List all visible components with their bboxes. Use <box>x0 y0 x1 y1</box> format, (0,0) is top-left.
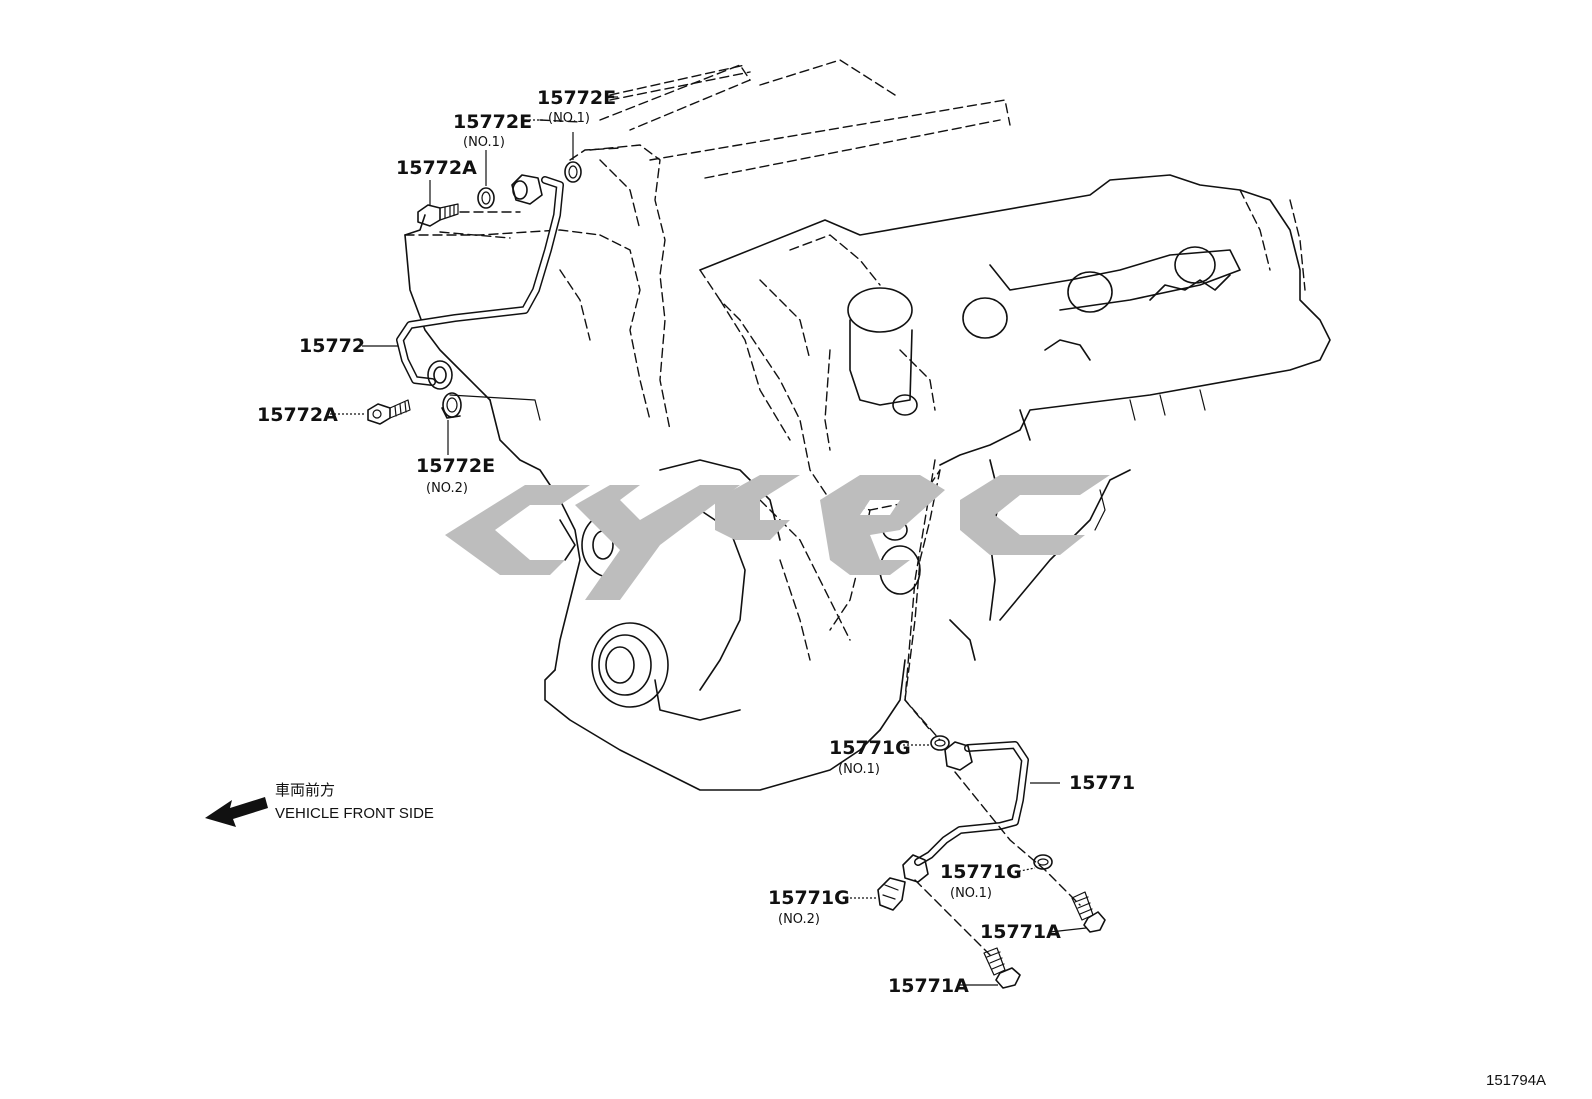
label-15772e-mid-sub: (NO.1) <box>463 135 505 150</box>
diagram-reference-number: 151794A <box>1486 1072 1546 1089</box>
label-15772e-top-sub: (NO.1) <box>548 111 590 126</box>
label-15771g-no2-sub: (NO.2) <box>778 912 820 927</box>
label-15771g-no1-a: 15771G <box>829 737 911 759</box>
engine-outline <box>404 59 1331 791</box>
label-15771g-no1-b-sub: (NO.1) <box>950 886 992 901</box>
leader-lines <box>330 96 1087 986</box>
pipe-15771-assembly <box>877 699 1106 989</box>
label-15771g-no2: 15771G <box>768 887 850 909</box>
washer-icon <box>477 187 495 209</box>
label-15772a-low: 15772A <box>257 404 338 426</box>
washer-icon <box>930 735 950 751</box>
direction-label-jp: 車両前方 <box>275 782 335 799</box>
washer-icon <box>1033 854 1053 870</box>
label-15771: 15771 <box>1069 772 1135 794</box>
vehicle-front-indicator: 車両前方 VEHICLE FRONT SIDE <box>205 782 434 827</box>
label-15771g-no1-a-sub: (NO.1) <box>838 762 880 777</box>
label-15772e-top: 15772E <box>537 87 616 109</box>
watermark-logo <box>445 475 1110 600</box>
front-arrow-icon <box>205 797 268 827</box>
label-15772e-mid: 15772E <box>453 111 532 133</box>
label-15771a-a: 15771A <box>980 921 1061 943</box>
label-15771g-no1-b: 15771G <box>940 861 1022 883</box>
label-15772e-low-sub: (NO.2) <box>426 481 468 496</box>
label-15772e-low: 15772E <box>416 455 495 477</box>
label-15771a-b: 15771A <box>888 975 969 997</box>
part-labels: 15772E (NO.1) 15772E (NO.1) 15772A 15772… <box>257 87 1135 997</box>
label-15772: 15772 <box>299 335 365 357</box>
pipe-15772-assembly <box>367 161 582 425</box>
washer-icon <box>564 161 582 183</box>
label-15772a-top: 15772A <box>396 157 477 179</box>
washer-icon <box>442 392 462 418</box>
direction-label-en: VEHICLE FRONT SIDE <box>275 805 434 822</box>
